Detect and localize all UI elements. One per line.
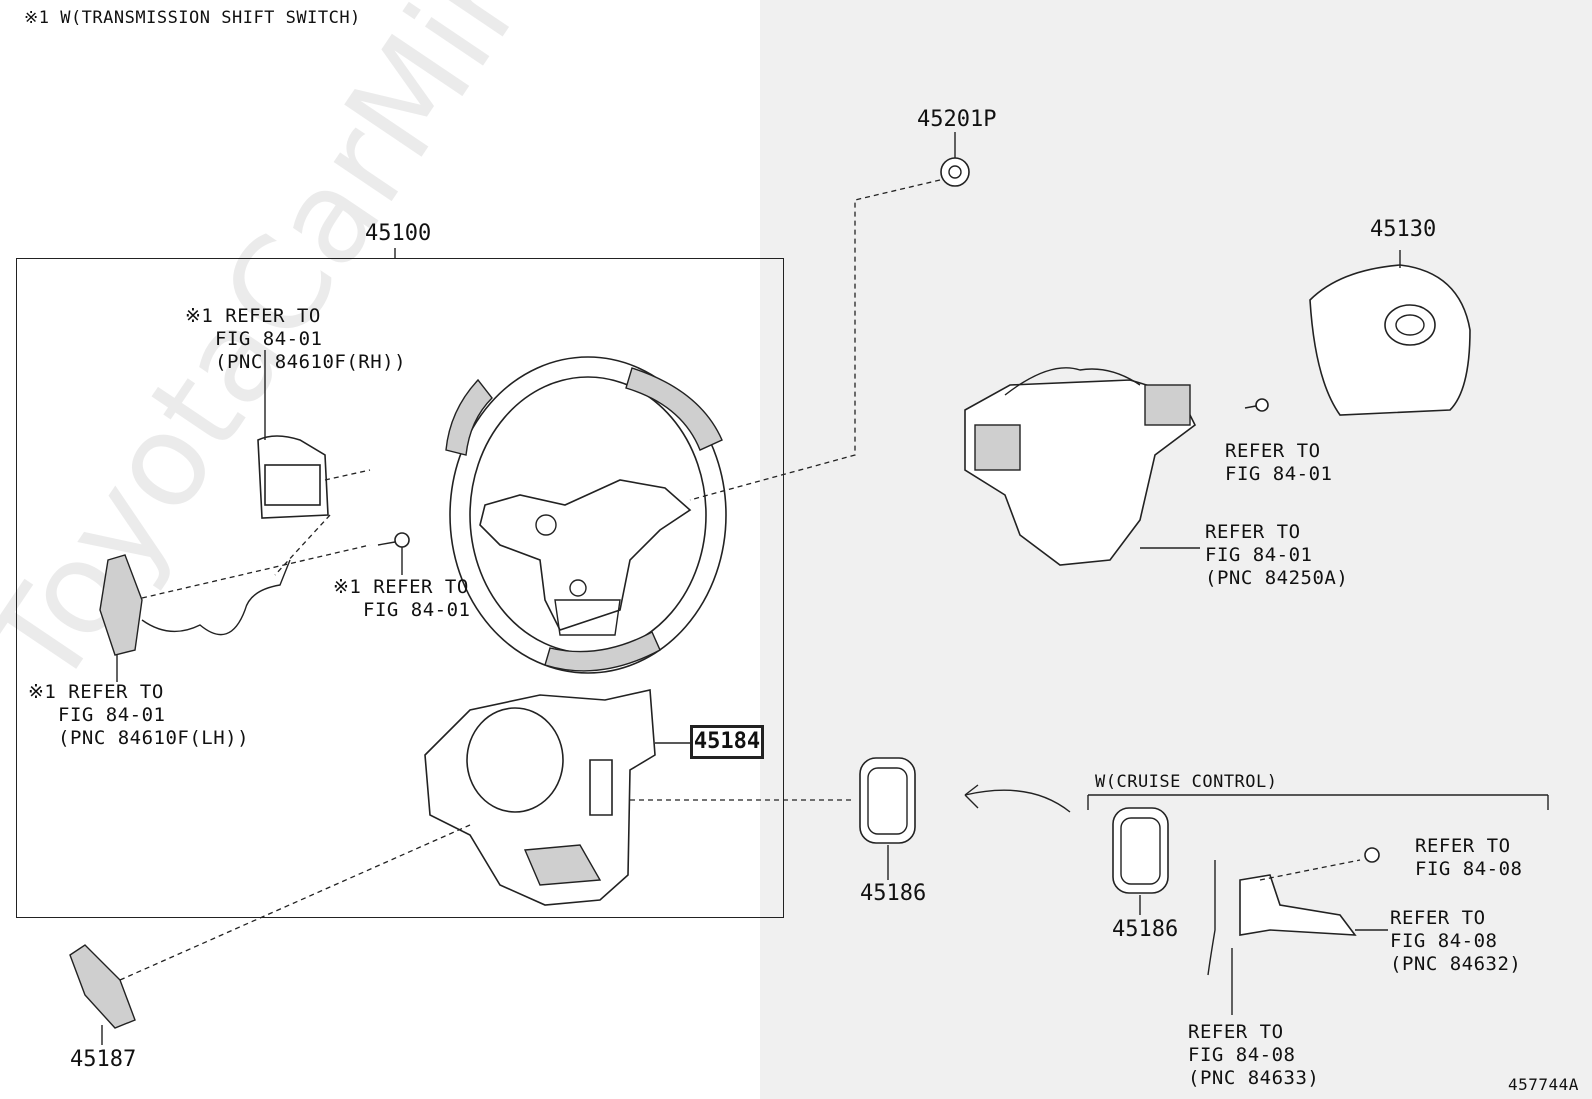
steering-wheel-drawing — [445, 356, 727, 674]
part-number-45130: 45130 — [1370, 217, 1437, 242]
cover-45186-center-drawing — [859, 757, 1071, 880]
ref-pad-line3: (PNC 84250A) — [1205, 567, 1349, 589]
ref-rh-line1: ※1 REFER TO — [185, 305, 321, 327]
figure-id: 457744A — [1508, 1075, 1579, 1094]
part-45187-drawing — [69, 824, 471, 1045]
screw-drawing — [377, 532, 410, 575]
shaded-panel — [760, 0, 1592, 1099]
ref-lh-line1: ※1 REFER TO — [28, 681, 164, 703]
part-number-45184-highlight[interactable]: 45184 — [690, 725, 764, 759]
ref-pad-line1: REFER TO — [1205, 521, 1301, 543]
nut-45201P-drawing — [689, 132, 970, 501]
ref-bolt-line2: FIG 84-01 — [1225, 463, 1333, 485]
ref-pad-line2: FIG 84-01 — [1205, 544, 1313, 566]
assembly-box-45100 — [16, 258, 784, 918]
lh-switch-drawing — [99, 544, 371, 682]
part-number-45186-center: 45186 — [860, 881, 927, 906]
pad-switch-drawing — [964, 367, 1269, 566]
ref-lh-line3: (PNC 84610F(LH)) — [58, 727, 250, 749]
part-number-45201P: 45201P — [917, 107, 997, 132]
cruise-control-label: W(CRUISE CONTROL) — [1095, 772, 1278, 792]
ref-cruise-screw-line1: REFER TO — [1415, 835, 1511, 857]
part-number-45100: 45100 — [365, 221, 432, 246]
ref-bolt-line1: REFER TO — [1225, 440, 1321, 462]
ref-cruise-wire-line2: FIG 84-08 — [1188, 1044, 1296, 1066]
ref-screw-line1: ※1 REFER TO — [333, 576, 469, 598]
ref-rh-line3: (PNC 84610F(RH)) — [215, 351, 407, 373]
ref-cruise-switch-line3: (PNC 84632) — [1390, 953, 1522, 975]
ref-lh-line2: FIG 84-01 — [58, 704, 166, 726]
header-note: ※1 W(TRANSMISSION SHIFT SWITCH) — [24, 8, 361, 28]
ref-rh-line2: FIG 84-01 — [215, 328, 323, 350]
part-number-45187: 45187 — [70, 1047, 137, 1072]
ref-cruise-wire-line3: (PNC 84633) — [1188, 1067, 1320, 1089]
cover-45184-drawing — [424, 689, 855, 906]
cruise-group-drawing — [1087, 794, 1549, 1015]
ref-cruise-wire-line1: REFER TO — [1188, 1021, 1284, 1043]
ref-cruise-screw-line2: FIG 84-08 — [1415, 858, 1523, 880]
part-number-45186-cruise: 45186 — [1112, 917, 1179, 942]
ref-screw-line2: FIG 84-01 — [363, 599, 471, 621]
airbag-45130-drawing — [1309, 250, 1471, 416]
ref-cruise-switch-line1: REFER TO — [1390, 907, 1486, 929]
rh-switch-drawing — [257, 350, 371, 576]
ref-cruise-switch-line2: FIG 84-08 — [1390, 930, 1498, 952]
